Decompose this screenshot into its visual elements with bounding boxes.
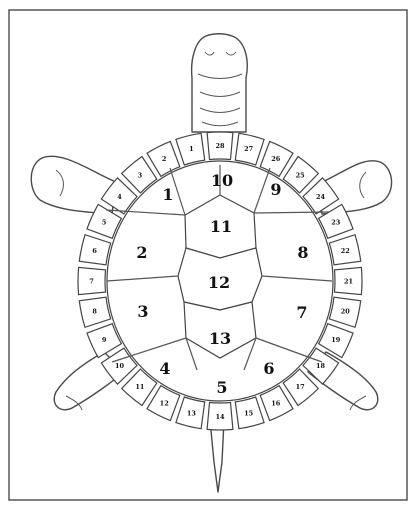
- rim-scute-label: 27: [244, 145, 253, 153]
- scute-label: 3: [137, 302, 148, 321]
- rim-scute-label: 10: [115, 362, 125, 370]
- rim-scute-label: 28: [215, 142, 225, 150]
- rim-scute-label: 5: [102, 219, 107, 227]
- rim-scute-label: 12: [160, 399, 169, 407]
- rim-scute-label: 3: [138, 171, 143, 179]
- scute-label: 13: [209, 329, 231, 348]
- scute-label: 1: [162, 185, 173, 204]
- rim-scute-label: 22: [341, 247, 350, 255]
- scute-label: 5: [216, 378, 227, 397]
- rim-scute-label: 9: [102, 336, 107, 344]
- scute-label: 7: [296, 303, 307, 322]
- rim-scute-label: 17: [296, 383, 305, 391]
- rim-scute-label: 6: [92, 247, 97, 255]
- scute-label: 11: [210, 217, 232, 236]
- scute-label: 2: [136, 243, 147, 262]
- scute-label: 9: [270, 180, 281, 199]
- rim-scute-label: 11: [135, 383, 144, 391]
- rim-scute-label: 8: [92, 308, 97, 316]
- rim-scute-label: 19: [331, 336, 341, 344]
- scute-label: 4: [159, 359, 170, 378]
- turtle-head: [192, 34, 248, 132]
- rim-scute-label: 23: [331, 219, 341, 227]
- scute-label: 10: [211, 171, 233, 190]
- rim-scute-label: 15: [244, 409, 254, 417]
- rim-scute-label: 14: [215, 413, 225, 421]
- rim-scute-label: 13: [187, 409, 197, 417]
- rim-scute-label: 26: [271, 155, 281, 163]
- scute-label: 6: [263, 359, 274, 378]
- rim-scute-label: 24: [316, 193, 326, 201]
- scute-label: 12: [208, 273, 230, 292]
- rim-scute-label: 21: [344, 277, 353, 285]
- rim-scute-label: 18: [316, 362, 326, 370]
- rim-scute-label: 2: [162, 155, 167, 163]
- scute-label: 8: [297, 243, 308, 262]
- rim-scute-label: 25: [296, 171, 306, 179]
- rim-scute-label: 7: [89, 277, 94, 285]
- rim-scute-label: 4: [117, 193, 122, 201]
- rim-scute-label: 16: [271, 399, 281, 407]
- rim-scute-label: 1: [189, 145, 194, 153]
- rim-scute-label: 20: [341, 308, 351, 316]
